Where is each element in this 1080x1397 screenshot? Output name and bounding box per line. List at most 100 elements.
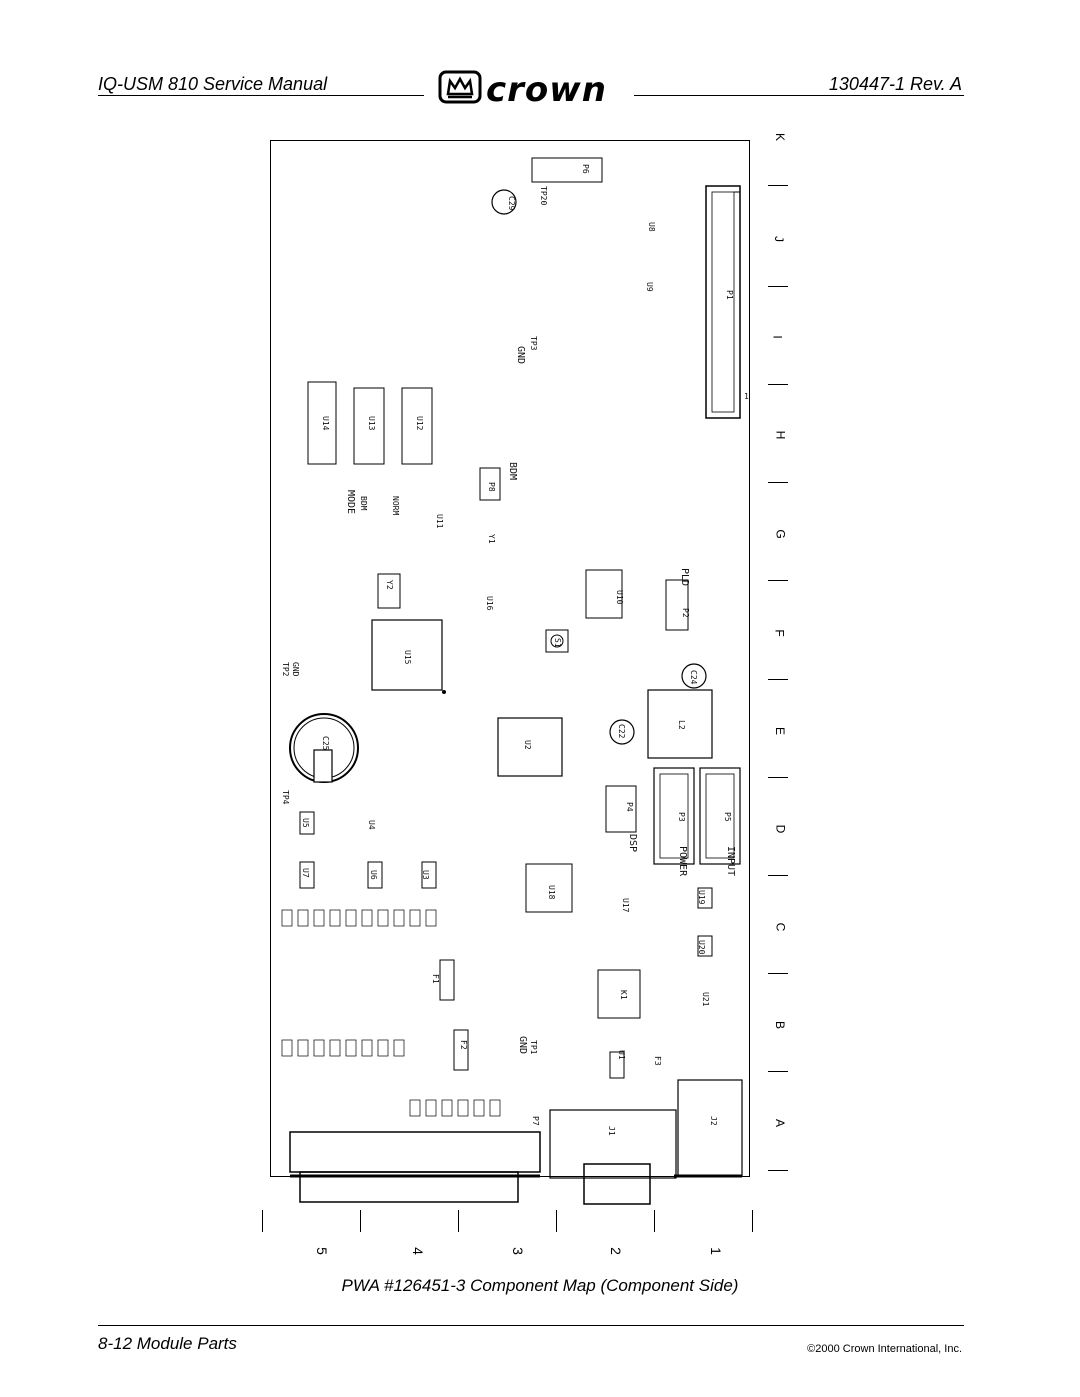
tp4-label: TP4 xyxy=(281,790,290,805)
zone-letter: G xyxy=(773,529,788,539)
bdm-header-label: BDM xyxy=(507,462,518,481)
bdm-label: BDM xyxy=(359,496,368,511)
j2-label: J2 xyxy=(709,1116,718,1126)
logo-wordmark: crown xyxy=(486,70,607,110)
s1-label: S1 xyxy=(553,638,562,648)
zone-letter: F xyxy=(772,629,787,637)
u10-label: U10 xyxy=(615,590,624,605)
zone-letter: J xyxy=(772,236,786,242)
u20-label: U20 xyxy=(697,940,706,955)
u17-label: U17 xyxy=(621,898,630,913)
y2-label: Y2 xyxy=(385,580,394,590)
p2-label: P2 xyxy=(681,608,690,618)
zone-tick xyxy=(768,679,788,680)
p3-label: P3 xyxy=(677,812,686,822)
zone-tick xyxy=(768,580,788,581)
p7-label: P7 xyxy=(531,1116,540,1126)
zone-letter: D xyxy=(773,824,788,834)
zone-tick xyxy=(360,1210,361,1232)
tp2-label: TP2 xyxy=(281,662,290,677)
u18-label: U18 xyxy=(547,885,556,900)
zone-tick xyxy=(654,1210,655,1232)
zone-letter: H xyxy=(773,430,788,440)
f1-label: F1 xyxy=(431,974,440,984)
zone-number: 1 xyxy=(707,1247,724,1255)
u19-label: U19 xyxy=(697,890,706,905)
u1-label: U1 xyxy=(617,1050,626,1060)
zone-letter: B xyxy=(773,1020,788,1030)
u5-label: U5 xyxy=(301,818,310,828)
y1-label: Y1 xyxy=(487,534,496,544)
manual-title: IQ-USM 810 Service Manual xyxy=(98,74,328,94)
c22-label: C22 xyxy=(617,724,626,739)
zone-tick xyxy=(768,482,788,483)
f2-label: F2 xyxy=(459,1040,468,1050)
norm-label: NORM xyxy=(391,496,400,516)
header-rule-left xyxy=(98,95,424,96)
u4-label: U4 xyxy=(367,820,376,830)
u11-label: U11 xyxy=(435,514,444,529)
zone-tick xyxy=(768,185,788,186)
zone-tick xyxy=(768,973,788,974)
section-title: 8-12 Module Parts xyxy=(98,1334,237,1353)
gnd-bottom-label: GND xyxy=(517,1036,528,1055)
k1-label: K1 xyxy=(619,990,628,1000)
zone-tick xyxy=(262,1210,263,1232)
u15-label: U15 xyxy=(403,650,412,665)
u16-label: U16 xyxy=(485,596,494,611)
c24-label: C24 xyxy=(689,670,698,685)
u7-label: U7 xyxy=(301,868,310,878)
pin1-label: 1 xyxy=(744,392,749,401)
input-label: INPUT xyxy=(725,846,736,877)
zone-number: 2 xyxy=(607,1247,624,1255)
gnd-top-label: GND xyxy=(515,346,526,365)
zone-tick xyxy=(768,777,788,778)
zone-letter: I xyxy=(770,335,785,339)
crown-logo: crown xyxy=(436,70,626,110)
c29-label: C29 xyxy=(507,196,516,211)
j1-label: J1 xyxy=(607,1126,616,1136)
u9-label: U9 xyxy=(645,282,654,292)
figure-caption: PWA #126451-3 Component Map (Component S… xyxy=(341,1276,739,1295)
zone-letter: K xyxy=(773,132,788,142)
u12-label: U12 xyxy=(415,416,424,431)
zone-tick xyxy=(556,1210,557,1232)
component-map-drawing xyxy=(281,157,743,1205)
l2-label: L2 xyxy=(677,720,686,730)
tp3-label: TP3 xyxy=(529,336,538,351)
zone-number: 4 xyxy=(409,1247,426,1255)
gnd-left-label: GND xyxy=(291,662,300,677)
p5-label: P5 xyxy=(723,812,732,822)
p8-label: P8 xyxy=(487,482,496,492)
u13-label: U13 xyxy=(367,416,376,431)
copyright: ©2000 Crown International, Inc. xyxy=(807,1343,962,1355)
crown-icon xyxy=(438,70,482,104)
dsp-label: DSP xyxy=(627,834,638,853)
p1-label: P1 xyxy=(725,290,734,300)
p4-label: P4 xyxy=(625,802,634,812)
u14-label: U14 xyxy=(321,416,330,431)
f3-label: F3 xyxy=(653,1056,662,1066)
power-label: POWER xyxy=(677,846,688,877)
u2-label: U2 xyxy=(523,740,532,750)
doc-number: 130447-1 Rev. A xyxy=(828,74,962,94)
zone-tick xyxy=(768,1170,788,1171)
p6-label: P6 xyxy=(581,164,590,174)
zone-letter: C xyxy=(773,922,788,932)
pld-label: PLD xyxy=(679,568,690,587)
zone-tick xyxy=(768,875,788,876)
c25-label: C25 xyxy=(321,736,330,751)
zone-tick xyxy=(752,1210,753,1232)
u3-label: U3 xyxy=(421,870,430,880)
zone-number: 5 xyxy=(313,1247,330,1255)
zone-number: 3 xyxy=(509,1247,526,1255)
mode-label: MODE xyxy=(345,490,356,515)
u21-label: U21 xyxy=(701,992,710,1007)
tp20-label: TP20 xyxy=(539,186,548,206)
zone-tick xyxy=(768,286,788,287)
tp1-label: TP1 xyxy=(529,1040,538,1055)
footer-rule xyxy=(98,1325,964,1326)
zone-tick xyxy=(768,1071,788,1072)
zone-letter: E xyxy=(773,726,788,736)
zone-letter: A xyxy=(773,1118,788,1128)
